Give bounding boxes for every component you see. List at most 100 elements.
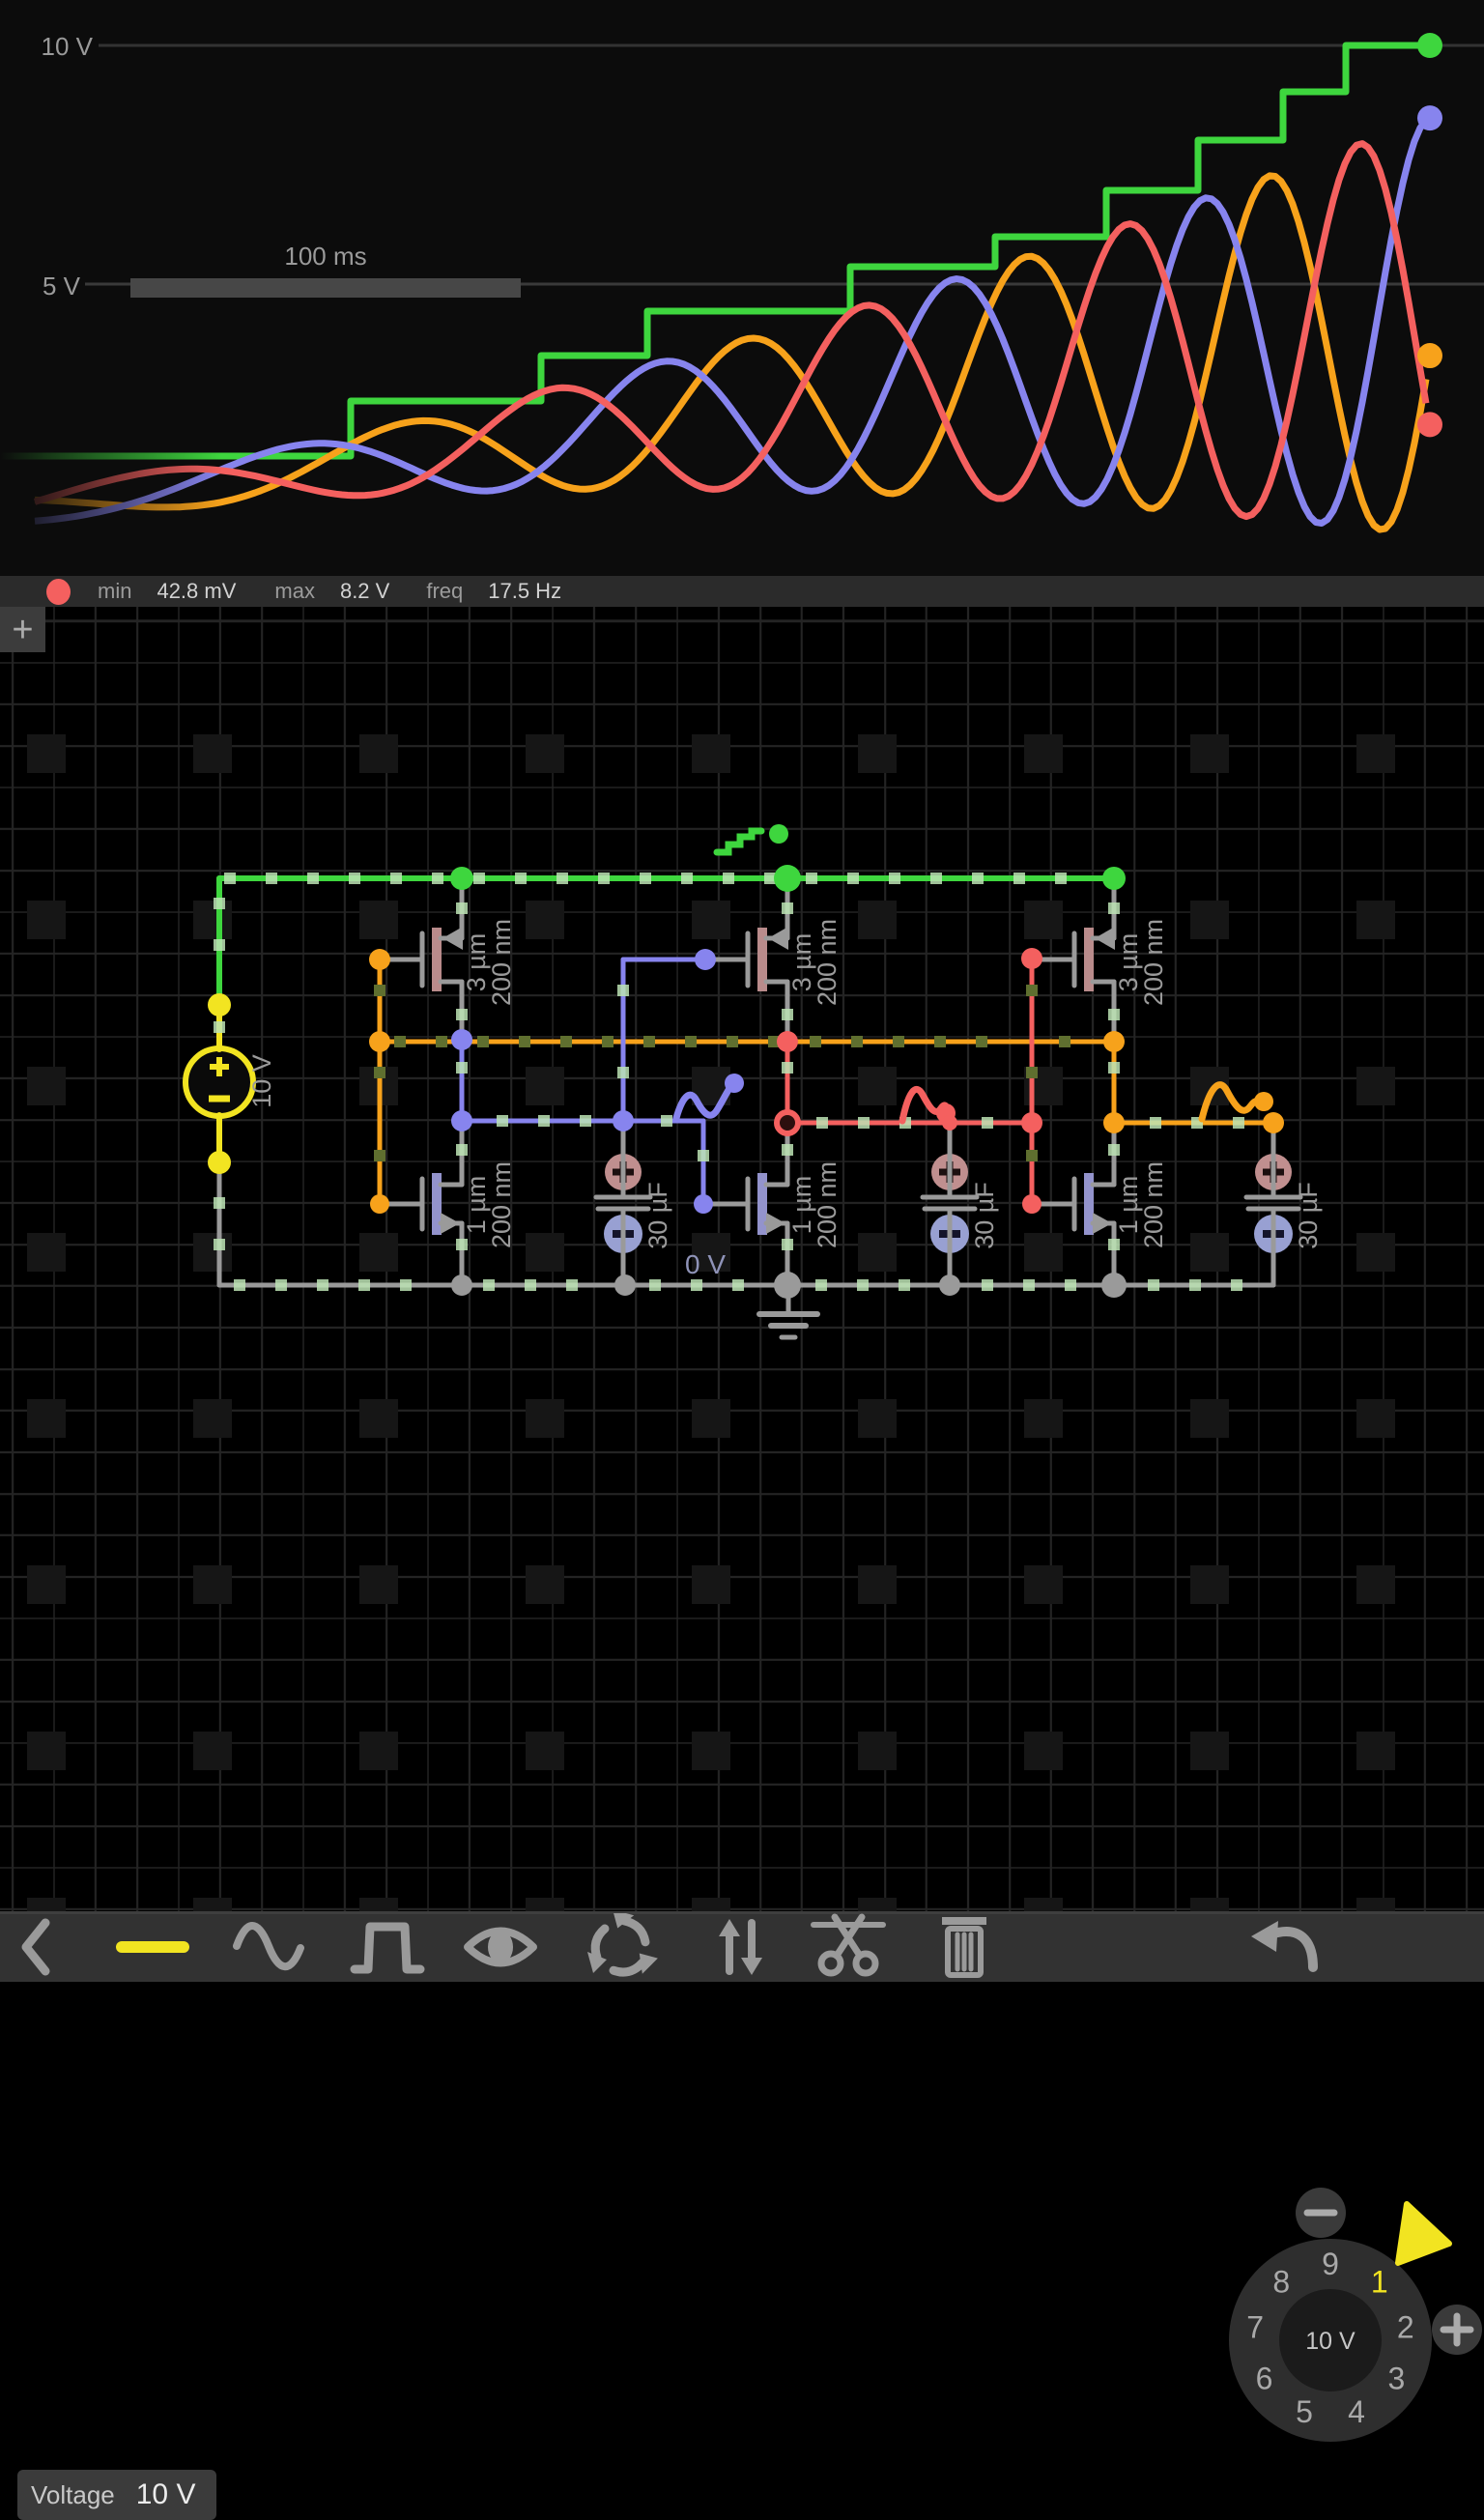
grid-marker: [193, 1399, 232, 1438]
wire-junction: [774, 1272, 801, 1299]
svg-text:30 µF: 30 µF: [1294, 1182, 1323, 1249]
svg-text:3 µm: 3 µm: [787, 933, 816, 992]
scope-probe-icon[interactable]: [672, 1074, 744, 1122]
bottom-toolbar: [0, 1911, 1484, 1982]
grid-marker: [27, 1233, 66, 1272]
cut-tool[interactable]: [808, 1913, 889, 1978]
grid-marker: [692, 1565, 730, 1604]
scope-probe-icon[interactable]: [713, 824, 788, 856]
freq-label: freq: [426, 579, 464, 603]
trace-stats-bar[interactable]: min 42.8 mV max 8.2 V freq 17.5 Hz: [0, 576, 1484, 607]
dial-number-7[interactable]: 7: [1246, 2309, 1264, 2344]
grid-marker: [27, 1565, 66, 1604]
grid-marker: [858, 1732, 897, 1770]
grid-marker: [27, 1067, 66, 1105]
svg-text:10 V: 10 V: [247, 1054, 276, 1108]
grid-marker: [526, 734, 564, 773]
grid-marker: [1024, 1565, 1063, 1604]
dial-number-4[interactable]: 4: [1348, 2394, 1365, 2429]
min-label: min: [98, 579, 132, 603]
wire-junction: [939, 1274, 960, 1296]
wire-junction: [370, 1194, 389, 1214]
wire-junction: [451, 1029, 472, 1050]
svg-text:1 µm: 1 µm: [1114, 1176, 1143, 1235]
grid-marker: [193, 1565, 232, 1604]
dial-number-5[interactable]: 5: [1296, 2394, 1313, 2429]
svg-text:200 nm: 200 nm: [813, 1161, 842, 1248]
sine-source-tool[interactable]: [228, 1916, 309, 1978]
grid-marker: [526, 1399, 564, 1438]
probe-tool[interactable]: [460, 1916, 541, 1978]
grid-marker: [1190, 1399, 1229, 1438]
grid-marker: [692, 1233, 730, 1272]
grid-marker: [1356, 901, 1395, 939]
wire-junction: [694, 1194, 713, 1214]
grid-marker: [193, 1233, 232, 1272]
grid-marker: [359, 734, 398, 773]
ground-voltage-label: 0 V: [685, 1249, 726, 1279]
dial-number-9[interactable]: 9: [1322, 2247, 1339, 2281]
grid-marker: [1356, 734, 1395, 773]
dc-source-tool-selected[interactable]: [112, 1916, 193, 1978]
grid-marker: [359, 1732, 398, 1770]
wire-junction: [451, 1274, 472, 1296]
grid-marker: [193, 734, 232, 773]
rotate-tool[interactable]: [581, 1916, 662, 1978]
grid-marker: [359, 1565, 398, 1604]
rotate-icon: [587, 1913, 659, 1981]
wire-junction: [1101, 1273, 1127, 1298]
grid-marker: [692, 1399, 730, 1438]
grid-marker: [193, 901, 232, 939]
pulse-source-tool[interactable]: [347, 1916, 428, 1978]
scope-probe-icon[interactable]: [1198, 1081, 1273, 1123]
grid-marker: [526, 901, 564, 939]
max-label: max: [274, 579, 315, 603]
grid-marker: [359, 1399, 398, 1438]
dial-number-6[interactable]: 6: [1256, 2362, 1273, 2396]
add-component-button[interactable]: +: [0, 607, 45, 652]
oscilloscope-panel[interactable]: 10 V 5 V 100 ms: [0, 0, 1484, 576]
flip-vertical-tool[interactable]: [699, 1916, 781, 1978]
back-button[interactable]: [0, 1916, 76, 1978]
grid-marker: [1356, 1565, 1395, 1604]
eye-icon: [464, 1927, 537, 1967]
dial-increment-button[interactable]: [1432, 2305, 1482, 2355]
wire-junction: [614, 1274, 636, 1296]
wire-junction: [1103, 1031, 1125, 1052]
delete-tool[interactable]: [924, 1916, 1005, 1978]
grid-marker: [27, 1399, 66, 1438]
svg-text:200 nm: 200 nm: [1139, 919, 1168, 1006]
grid-marker: [1356, 1399, 1395, 1438]
wire-junction: [1103, 1112, 1125, 1133]
dial-pointer-triangle[interactable]: [1395, 2201, 1452, 2266]
grid-marker: [858, 1399, 897, 1438]
grid-marker: [1356, 1067, 1395, 1105]
flip-vertical-icon: [719, 1919, 762, 1975]
wire-junction: [369, 1031, 390, 1052]
dial-number-3[interactable]: 3: [1388, 2362, 1406, 2396]
grid-marker: [526, 1067, 564, 1105]
dial-number-8[interactable]: 8: [1272, 2264, 1290, 2299]
grid-marker: [1356, 1732, 1395, 1770]
trace-color-dot: [46, 578, 71, 605]
svg-text:200 nm: 200 nm: [487, 1161, 516, 1248]
dial-number-1[interactable]: 1: [1371, 2264, 1388, 2299]
wire-junction: [695, 949, 716, 970]
min-value: 42.8 mV: [157, 579, 237, 603]
grid-marker: [858, 734, 897, 773]
grid-marker: [526, 1233, 564, 1272]
dial-number-2[interactable]: 2: [1397, 2309, 1414, 2344]
plus-icon: +: [12, 609, 34, 650]
dial-decrement-button[interactable]: [1296, 2188, 1346, 2238]
undo-button[interactable]: [1247, 1916, 1328, 1978]
selected-value-box[interactable]: Voltage 10 V: [17, 2470, 217, 2520]
grid-marker: [27, 734, 66, 773]
grid-marker: [27, 1732, 66, 1770]
voltage-source[interactable]: [183, 1045, 256, 1119]
wire-junction: [942, 1115, 957, 1131]
grid-marker: [1190, 901, 1229, 939]
